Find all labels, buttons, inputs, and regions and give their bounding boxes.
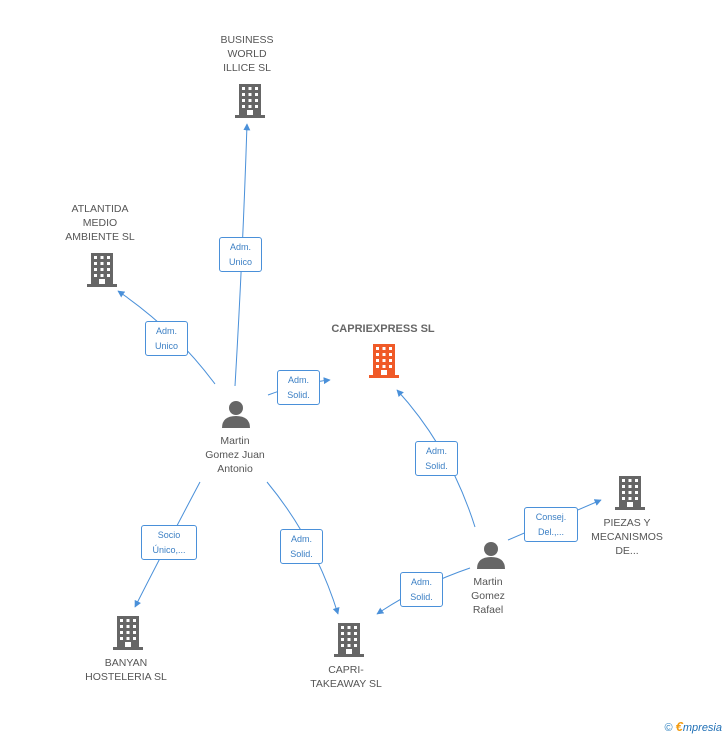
empresia-brand: mpresia <box>682 722 722 734</box>
node-label-martin-rafael[interactable]: Martin Gomez Rafael <box>471 576 505 616</box>
edge-label-rafael-piezas[interactable]: Consej. Del.,... <box>524 507 578 542</box>
building-icon[interactable] <box>333 623 365 657</box>
building-icon[interactable] <box>86 253 118 287</box>
node-label-martin-juan[interactable]: Martin Gomez Juan Antonio <box>205 435 265 475</box>
edge-label-juan-banyan[interactable]: Socio Único,... <box>141 525 197 560</box>
node-label-business-world[interactable]: BUSINESS WORLD ILLICE SL <box>220 34 274 74</box>
edge-label-juan-takeaway[interactable]: Adm. Solid. <box>280 529 323 564</box>
copyright-symbol: © <box>664 722 673 734</box>
node-label-atlantida[interactable]: ATLANTIDA MEDIO AMBIENTE SL <box>65 203 135 243</box>
building-icon[interactable] <box>234 84 266 118</box>
edge-label-rafael-takeaway[interactable]: Adm. Solid. <box>400 572 443 607</box>
node-label-capri-takeaway[interactable]: CAPRI- TAKEAWAY SL <box>310 664 382 690</box>
building-icon[interactable] <box>614 476 646 510</box>
node-label-banyan[interactable]: BANYAN HOSTELERIA SL <box>85 657 167 683</box>
footer-brand[interactable]: © €mpresia <box>664 719 722 734</box>
edge-label-juan-atlantida[interactable]: Adm. Unico <box>145 321 188 356</box>
edge-label-rafael-capriexpress[interactable]: Adm. Solid. <box>415 441 458 476</box>
edge-label-juan-capriexpress[interactable]: Adm. Solid. <box>277 370 320 405</box>
empresia-logo-e: € <box>675 719 683 734</box>
node-label-piezas[interactable]: PIEZAS Y MECANISMOS DE... <box>591 517 663 557</box>
building-icon[interactable] <box>368 344 400 378</box>
person-icon[interactable] <box>476 540 506 570</box>
person-icon[interactable] <box>221 399 251 429</box>
building-icon[interactable] <box>112 616 144 650</box>
edge-label-juan-business[interactable]: Adm. Unico <box>219 237 262 272</box>
node-label-capriexpress[interactable]: CAPRIEXPRESS SL <box>331 323 435 335</box>
